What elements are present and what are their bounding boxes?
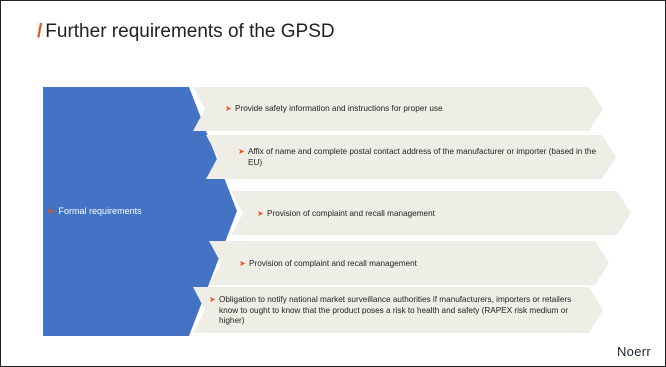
title-text: Further requirements of the GPSD bbox=[45, 21, 335, 42]
requirement-text: Provision of complaint and recall manage… bbox=[267, 209, 435, 218]
chevron-label-text: Formal requirements bbox=[58, 206, 142, 216]
noerr-logo: Noerr bbox=[616, 344, 651, 359]
requirement-item-5: ➤Obligation to notify national market su… bbox=[209, 295, 589, 327]
requirement-row-4 bbox=[209, 241, 609, 285]
requirement-row-1 bbox=[193, 87, 603, 131]
bullet-arrow-icon: ➤ bbox=[225, 104, 232, 113]
requirement-item-3: ➤Provision of complaint and recall manag… bbox=[257, 209, 607, 220]
chevron-arrow-icon: ➤ bbox=[47, 206, 55, 216]
requirement-item-1: ➤Provide safety information and instruct… bbox=[225, 104, 595, 115]
requirement-row-5 bbox=[193, 287, 603, 333]
requirement-text: Obligation to notify national market sur… bbox=[219, 295, 572, 325]
requirement-text: Provide safety information and instructi… bbox=[235, 104, 443, 113]
bullet-arrow-icon: ➤ bbox=[257, 209, 264, 218]
requirement-item-4: ➤Provision of complaint and recall manag… bbox=[239, 259, 589, 270]
title-slash-mark: / bbox=[37, 21, 43, 42]
bullet-arrow-icon: ➤ bbox=[209, 295, 216, 304]
requirement-text: Provision of complaint and recall manage… bbox=[249, 259, 417, 268]
requirement-item-2: ➤Affix of name and complete postal conta… bbox=[238, 147, 598, 168]
chevron-label: ➤Formal requirements bbox=[47, 206, 142, 217]
bullet-arrow-icon: ➤ bbox=[239, 259, 246, 268]
requirement-text: Affix of name and complete postal contac… bbox=[248, 147, 597, 167]
slide-title: /Further requirements of the GPSD bbox=[37, 21, 335, 43]
bullet-arrow-icon: ➤ bbox=[238, 147, 245, 156]
requirement-row-3 bbox=[231, 191, 631, 235]
requirement-row-2 bbox=[206, 135, 616, 179]
